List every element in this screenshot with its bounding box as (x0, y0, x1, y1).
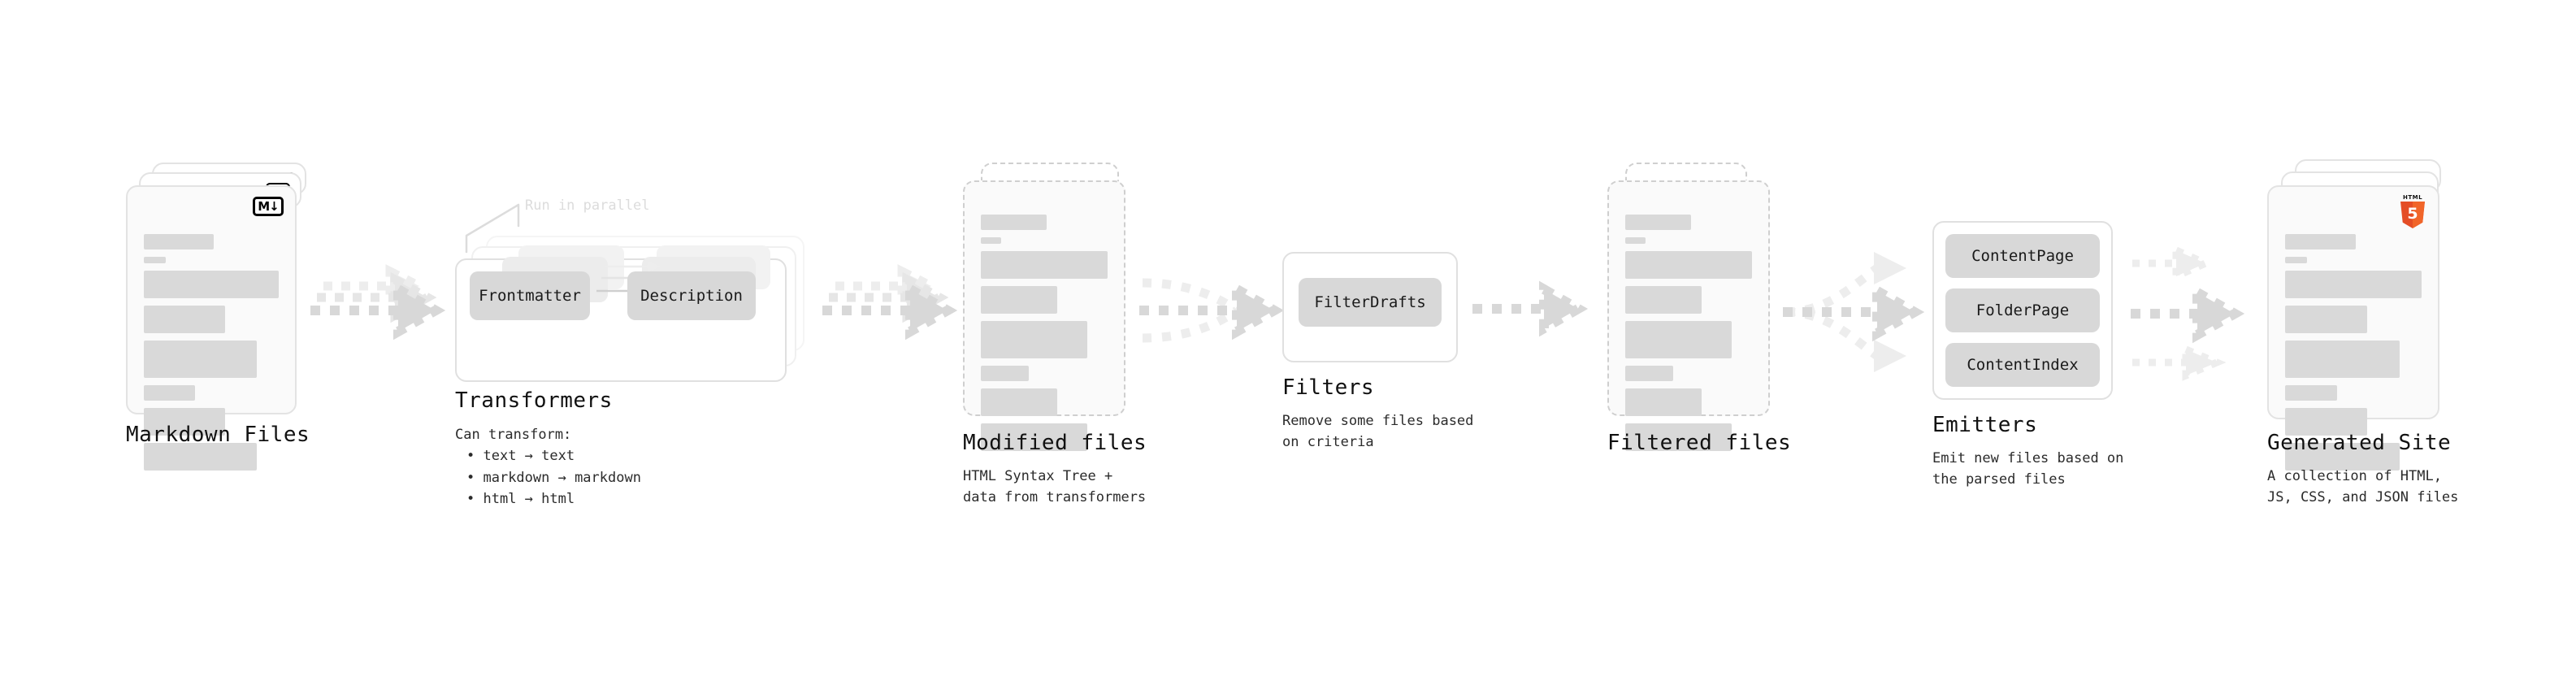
modified-skeleton (981, 215, 1108, 451)
skeleton-bar (1625, 237, 1646, 244)
skeleton-bar (981, 251, 1108, 279)
pill-label: FilterDrafts (1314, 293, 1426, 311)
connector-filtered-to-emitters (1781, 244, 1944, 382)
filters-group: FilterDrafts (1282, 252, 1461, 366)
pill-label: Description (640, 287, 743, 305)
skeleton-bar (1625, 286, 1702, 314)
html5-word: HTML (2402, 194, 2423, 201)
skeleton-bar (144, 306, 225, 333)
emitter-pill-folderpage[interactable]: FolderPage (1945, 288, 2100, 332)
site-skeleton (2285, 234, 2422, 471)
run-in-parallel-label: Run in parallel (525, 197, 650, 214)
transformer-pill-frontmatter[interactable]: Frontmatter (470, 271, 590, 320)
html5-shield: 5 (2400, 202, 2425, 228)
stage-subtitle: Emit new files based on the parsed files (1932, 450, 2124, 488)
transform-item-label: html → html (483, 491, 575, 508)
site-card-front: HTML 5 (2267, 185, 2439, 471)
skeleton-bar (144, 257, 166, 263)
modified-files-stack (963, 163, 1150, 451)
caption-modified-files: Modified files HTML Syntax Tree + data f… (963, 431, 1231, 508)
pill-label: Frontmatter (479, 287, 581, 305)
skeleton-bar (981, 388, 1057, 416)
transformers-description: Can transform: • text → text • markdown … (455, 424, 764, 510)
transformer-pill-description[interactable]: Description (627, 271, 756, 320)
generated-site-stack: CSS HTML 5 (2267, 159, 2470, 471)
skeleton-bar (144, 443, 258, 471)
stage-title: Modified files (963, 431, 1147, 455)
caption-emitters: Emitters Emit new files based on the par… (1932, 413, 2209, 490)
skeleton-bar (144, 340, 258, 378)
skeleton-bar (1625, 251, 1752, 279)
pill-label: ContentPage (1971, 247, 2074, 265)
emitters-group: ContentPage FolderPage ContentIndex (1932, 221, 2119, 405)
skeleton-bar (981, 321, 1088, 358)
html5-badge: HTML 5 (2399, 195, 2426, 229)
pill-label: ContentIndex (1967, 356, 2079, 374)
stage-title: Filters (1282, 375, 1375, 400)
stage-title: Emitters (1932, 413, 2038, 437)
skeleton-bar (144, 408, 225, 436)
transform-item: • markdown → markdown (466, 469, 641, 486)
html5-number: 5 (2407, 204, 2418, 223)
caption-generated-site: Generated Site A collection of HTML, JS,… (2267, 431, 2552, 508)
stage-subtitle: Remove some files based on criteria (1282, 413, 1474, 450)
caption-filtered-files: Filtered files (1607, 431, 1876, 455)
skeleton-bar (1625, 321, 1733, 358)
stage-title: Transformers (455, 388, 613, 413)
transform-item-label: text → text (483, 448, 575, 465)
skeleton-bar (981, 286, 1057, 314)
skeleton-bar (2285, 271, 2422, 298)
skeleton-bar (981, 237, 1001, 244)
skeleton-bar (1625, 388, 1702, 416)
transform-item-label: markdown → markdown (483, 469, 641, 486)
transformers-group: Frontmatter Description (455, 236, 813, 390)
emitter-pill-contentindex[interactable]: ContentIndex (1945, 343, 2100, 387)
stage-subtitle: A collection of HTML, JS, CSS, and JSON … (2267, 468, 2459, 505)
filtered-card-front (1607, 180, 1770, 451)
caption-transformers: Transformers Can transform: • text → tex… (455, 388, 764, 510)
stage-title: Markdown Files (126, 423, 310, 447)
skeleton-bar (144, 385, 196, 401)
transform-item: • text → text (466, 448, 575, 465)
skeleton-bar (2285, 340, 2400, 378)
connector-emitters-to-site (2129, 236, 2283, 390)
skeleton-bar (1625, 366, 1674, 381)
markdown-files-stack: M↓ M↓ M↓ (126, 163, 313, 471)
markdown-skeleton (144, 234, 279, 471)
skeleton-bar (144, 234, 215, 249)
skeleton-bar (144, 271, 279, 298)
filter-pill-filterdrafts[interactable]: FilterDrafts (1299, 278, 1442, 327)
stage-title: Filtered files (1607, 431, 1792, 455)
skeleton-bar (981, 215, 1047, 230)
pill-label: FolderPage (1975, 301, 2070, 319)
connector-modified-to-filters (1138, 268, 1292, 358)
markdown-icon: M↓ (253, 197, 284, 216)
caption-filters: Filters Remove some files based on crite… (1282, 375, 1550, 453)
skeleton-bar (2285, 306, 2367, 333)
filtered-files-stack (1607, 163, 1794, 451)
skeleton-bar (981, 423, 1088, 451)
skeleton-bar (2285, 443, 2400, 471)
connector-transformers-to-modified (821, 264, 959, 349)
connector-filters-to-filtered (1471, 280, 1601, 337)
markdown-card-front: M↓ (126, 185, 297, 471)
transform-intro: Can transform: (455, 427, 572, 443)
modified-card-front (963, 180, 1125, 451)
stage-title: Generated Site (2267, 431, 2452, 455)
skeleton-bar (2285, 234, 2357, 249)
stage-subtitle: HTML Syntax Tree + data from transformer… (963, 468, 1147, 505)
filtered-skeleton (1625, 215, 1752, 451)
parallel-bracket (465, 202, 538, 258)
skeleton-bar (2285, 385, 2337, 401)
skeleton-bar (1625, 215, 1692, 230)
caption-markdown-files: Markdown Files (126, 423, 370, 447)
skeleton-bar (1625, 423, 1733, 451)
transform-item: • html → html (466, 491, 575, 508)
skeleton-bar (981, 366, 1030, 381)
skeleton-bar (2285, 257, 2307, 263)
skeleton-bar (2285, 408, 2367, 436)
emitter-pill-contentpage[interactable]: ContentPage (1945, 234, 2100, 278)
connector-markdown-to-transformers (309, 264, 447, 349)
